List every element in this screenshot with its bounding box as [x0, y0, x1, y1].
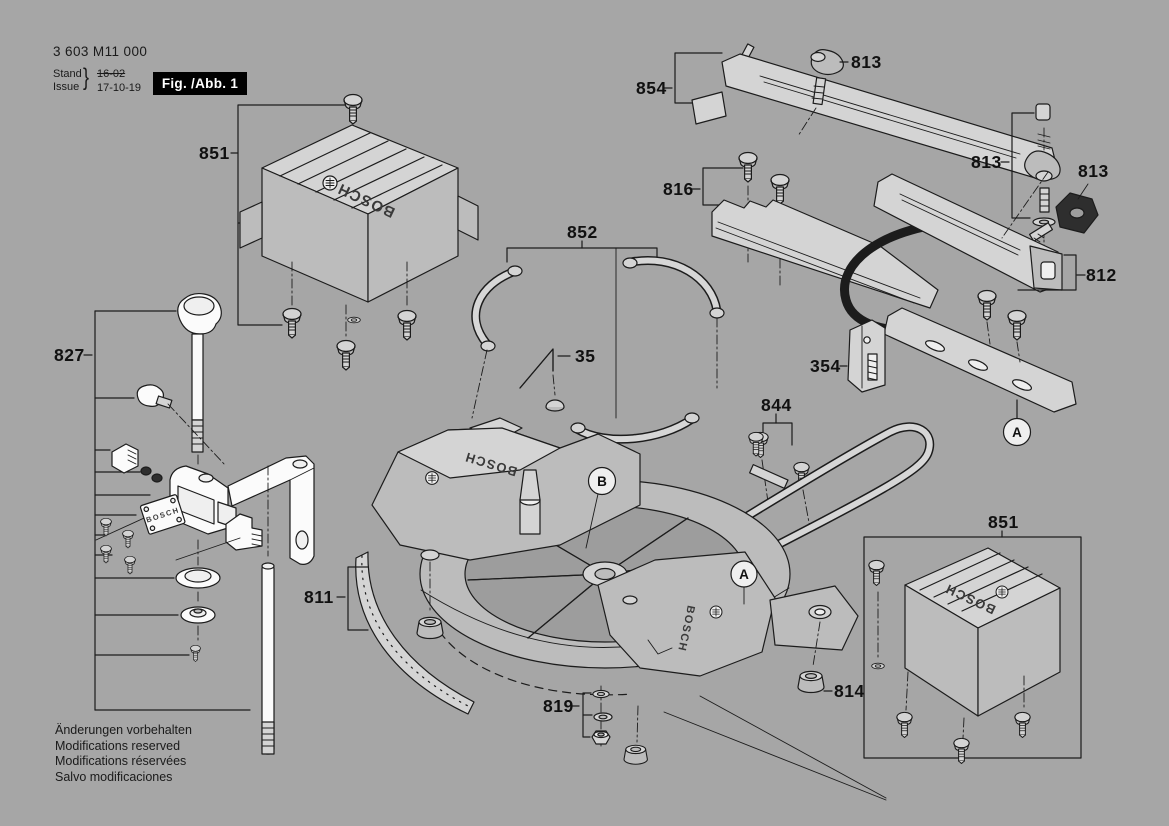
clamp-stack-parts	[1024, 103, 1061, 257]
washer	[593, 712, 613, 722]
brand-plate: BOSCH	[139, 494, 186, 535]
stand-issue-values: 16-02 17-10-19	[97, 67, 141, 95]
callout-814: 814	[834, 681, 865, 701]
hardware-stack	[570, 685, 648, 765]
callout-844: 844	[761, 395, 792, 415]
extension-rail-assembly	[873, 103, 1099, 447]
washer	[871, 662, 885, 670]
bosch-emblem-icon	[995, 585, 1009, 599]
washer	[592, 689, 610, 699]
callout-812: 812	[1086, 265, 1117, 285]
screw	[1014, 711, 1031, 739]
note-line: Modifications reserved	[55, 738, 181, 753]
callout-827: 827	[54, 345, 85, 365]
base-assembly: BOSCH BOSCH	[336, 417, 887, 801]
support-bracket	[839, 319, 886, 393]
callout-854: 854	[636, 78, 667, 98]
slide-block	[111, 443, 139, 474]
issue-value: 17-10-19	[97, 82, 142, 94]
base-right-plate: BOSCH	[597, 551, 776, 677]
screw	[1007, 309, 1027, 341]
screw	[953, 737, 970, 765]
clamp-arm	[227, 455, 315, 565]
highlight-region-827	[49, 276, 321, 791]
o-ring	[151, 473, 163, 483]
stand-value-old: 16-02	[97, 68, 126, 80]
gear-teeth	[439, 631, 633, 696]
clamp-assembly-827: BOSCH	[83, 292, 315, 755]
document-number: 3 603 M11 000	[53, 44, 148, 59]
rubber-foot	[416, 616, 444, 640]
star-knob	[177, 292, 222, 453]
callout-813-lever: 813	[1078, 161, 1109, 181]
dust-cover-bottom-assembly: BOSCH	[863, 530, 1082, 765]
issue-label: Issue	[53, 81, 80, 93]
clamp-rod	[261, 465, 275, 755]
screw	[977, 289, 997, 321]
screw	[868, 559, 885, 587]
knob-bolt	[810, 49, 844, 106]
nut	[591, 730, 611, 745]
base-right-arm	[769, 585, 859, 651]
note-line: Modifications réservées	[55, 754, 187, 768]
hex-key	[519, 348, 571, 412]
modification-notes: Änderungen vorbehalten Modifications res…	[55, 723, 192, 785]
dome-washer	[175, 567, 221, 589]
washer	[180, 606, 216, 624]
note-line: Änderungen vorbehalten	[55, 723, 192, 737]
stand-issue-labels: Stand Issue	[53, 68, 82, 94]
screw	[122, 529, 134, 549]
center-post	[519, 469, 541, 535]
hook-clamp	[175, 513, 263, 561]
o-ring	[140, 466, 152, 476]
upper-fence-assembly	[663, 43, 1059, 181]
callout-852: 852	[567, 222, 598, 242]
screw	[190, 644, 201, 662]
callout-354: 354	[810, 356, 841, 376]
view-ref-a-base: A	[739, 567, 749, 582]
handle-set	[471, 240, 725, 444]
callout-811: 811	[304, 587, 334, 607]
bosch-emblem-icon	[709, 605, 723, 619]
base-left-wing: BOSCH	[371, 417, 641, 640]
rubber-foot-814	[797, 670, 825, 694]
dust-cover-top-assembly: BOSCH	[230, 93, 479, 371]
screw	[896, 711, 913, 739]
screw	[336, 339, 356, 371]
callout-813-top: 813	[851, 52, 882, 72]
view-ref-a-rail: A	[1012, 425, 1022, 440]
label-plate	[691, 91, 727, 125]
bosch-emblem-icon	[322, 175, 338, 191]
miter-scale-strip	[355, 551, 475, 715]
stand-label: Stand	[53, 68, 82, 80]
screw	[770, 173, 790, 205]
clamp-lever	[1028, 192, 1099, 243]
callout-819: 819	[543, 696, 574, 716]
rubber-foot	[623, 744, 648, 765]
screw	[100, 544, 112, 564]
lower-fence-assembly	[691, 151, 939, 309]
callout-851-top: 851	[199, 143, 230, 163]
figure-badge: Fig. /Abb. 1	[153, 72, 247, 95]
callout-35: 35	[575, 346, 595, 366]
bosch-emblem-icon	[425, 471, 439, 485]
callout-816: 816	[663, 179, 694, 199]
callout-813-stack: 813	[971, 152, 1002, 172]
callout-851-bottom: 851	[988, 512, 1019, 532]
brace-glyph: }	[83, 64, 90, 91]
note-line: Salvo modificaciones	[55, 769, 173, 784]
screw	[282, 307, 302, 339]
washer	[347, 316, 361, 324]
wing-bolt	[136, 384, 227, 467]
screw	[124, 555, 136, 575]
pin	[749, 464, 789, 489]
screw	[397, 309, 417, 341]
screw	[343, 93, 363, 125]
view-ref-b: B	[597, 474, 607, 489]
screw	[738, 151, 758, 183]
